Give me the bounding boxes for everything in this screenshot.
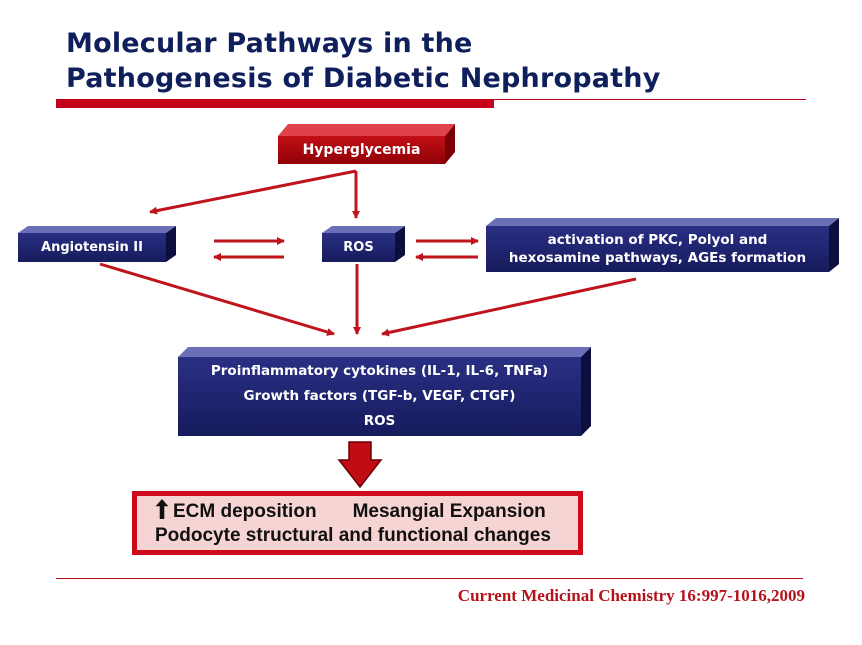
slide-title: Molecular Pathways in the Pathogenesis o…: [66, 26, 661, 96]
arrow-angiotensin-to-mediators: [99, 262, 335, 336]
angiotensin-side-face: [166, 226, 176, 262]
node-ros: ROS: [322, 233, 395, 262]
angiotensin-top-face: [18, 226, 176, 233]
node-ros-label: ROS: [343, 240, 374, 255]
node-angiotensin-label: Angiotensin II: [41, 240, 143, 255]
down-block-arrow: [337, 441, 383, 489]
node-mediators-line-3: ROS: [363, 413, 396, 429]
title-line-2: Pathogenesis of Diabetic Nephropathy: [66, 63, 661, 94]
outcome-box: ECM deposition Mesangial Expansion Podocy…: [132, 491, 583, 555]
node-hyperglycemia-label: Hyperglycemia: [302, 142, 421, 158]
outcome-row-2: Podocyte structural and functional chang…: [155, 524, 578, 548]
mediators-top-face: [178, 347, 591, 357]
citation: Current Medicinal Chemistry 16:997-1016,…: [457, 586, 805, 605]
node-pathways: activation of PKC, Polyol and hexosamine…: [486, 226, 829, 272]
node-mediators-line-1: Proinflammatory cytokines (IL-1, IL-6, T…: [210, 363, 549, 379]
title-underline-thick: [56, 99, 494, 108]
arrow-pathways-to-mediators: [381, 277, 637, 337]
node-pathways-line-1: activation of PKC, Polyol and: [547, 232, 768, 248]
node-hyperglycemia: Hyperglycemia: [278, 136, 445, 164]
ros-side-face: [395, 226, 405, 262]
footer-divider: [56, 578, 803, 579]
node-mediators-line-2: Growth factors (TGF-b, VEGF, CTGF): [243, 388, 516, 404]
up-arrow-icon: [155, 498, 169, 519]
outcome-row-1: ECM deposition Mesangial Expansion: [155, 498, 578, 524]
mediators-side-face: [581, 347, 591, 436]
arrow-hyper-to-angiotensin: [149, 169, 357, 215]
hyperglycemia-top-face: [278, 124, 455, 136]
outcome-mesangial: Mesangial Expansion: [352, 500, 546, 522]
node-mediators: Proinflammatory cytokines (IL-1, IL-6, T…: [178, 357, 581, 436]
node-pathways-line-2: hexosamine pathways, AGEs formation: [508, 250, 807, 266]
outcome-podocyte: Podocyte structural and functional chang…: [155, 524, 551, 546]
node-angiotensin: Angiotensin II: [18, 233, 166, 262]
title-underline-thin: [494, 99, 806, 100]
outcome-ecm: ECM deposition: [173, 500, 317, 522]
pathways-top-face: [486, 218, 839, 226]
pathways-side-face: [829, 218, 839, 272]
hyperglycemia-side-face: [445, 124, 455, 164]
ros-top-face: [322, 226, 405, 233]
title-line-1: Molecular Pathways in the: [66, 28, 473, 59]
